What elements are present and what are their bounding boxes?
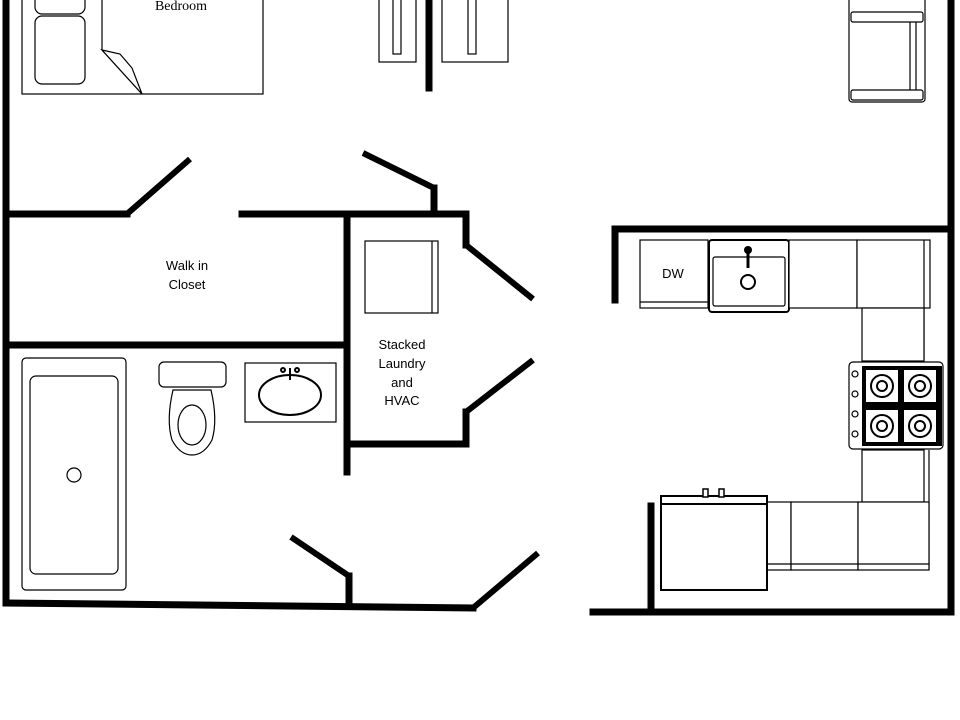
- pillow: [34, 15, 86, 85]
- sliding-door-handle: [467, 0, 477, 55]
- doors: [125, 150, 540, 611]
- door-laundry-lower: [464, 357, 535, 415]
- toilet-tank: [158, 361, 227, 388]
- wall-closet-top-right: [238, 210, 470, 249]
- burner: [914, 420, 926, 432]
- fridge-handle: [718, 488, 725, 498]
- stove-knob: [851, 410, 859, 418]
- walls: [2, 0, 955, 616]
- sink-drain: [740, 274, 756, 290]
- laundry-label: and: [391, 375, 413, 390]
- stove-knob: [851, 430, 859, 438]
- stacked-laundry: [364, 240, 439, 314]
- bathtub: [21, 357, 127, 591]
- dishwasher: DW: [639, 239, 709, 309]
- counter-right-upper: [861, 307, 925, 362]
- washer-dryer: [364, 240, 439, 314]
- burner: [876, 420, 888, 432]
- walk-in-closet-label: Closet: [169, 277, 206, 292]
- laundry-label: Stacked: [379, 337, 426, 352]
- wall-kitchen-top: [611, 225, 955, 304]
- sofa-arm: [850, 89, 924, 101]
- fridge-body: [660, 495, 768, 591]
- kitchen-sink: [708, 239, 790, 313]
- burner: [876, 380, 888, 392]
- sliding-door-handle: [392, 0, 402, 55]
- fridge-handle: [702, 488, 709, 498]
- refrigerator: [660, 488, 768, 591]
- sofa-arm: [850, 11, 924, 23]
- toilet-seat: [177, 404, 207, 446]
- counter-corner: [856, 239, 931, 309]
- door-laundry-upper: [464, 242, 535, 302]
- faucet-knob: [280, 367, 286, 373]
- sofa: [848, 0, 926, 103]
- bedroom-label: Bedroom: [155, 0, 207, 14]
- closet-doors-top: [378, 0, 509, 63]
- dishwasher-body: [639, 239, 709, 309]
- laundry-label: HVAC: [384, 393, 419, 408]
- counter-top-section: [788, 239, 858, 309]
- burner: [914, 380, 926, 392]
- faucet-knob: [294, 367, 300, 373]
- bathtub-drain: [66, 467, 82, 483]
- bed-sheet-corner: [100, 49, 143, 95]
- dishwasher-label: DW: [662, 266, 684, 281]
- bathroom-vanity: [244, 362, 337, 423]
- stove: [848, 361, 944, 450]
- bed: Bedroom: [21, 0, 264, 95]
- kitchen-counters: [766, 239, 931, 571]
- wall-bath-bottom: [2, 599, 477, 612]
- walk-in-closet-label: Walk in: [166, 258, 208, 273]
- stove-knob: [851, 390, 859, 398]
- sink-basin: [258, 374, 322, 416]
- wall-laundry-bottom: [343, 408, 470, 448]
- counter-bottom-section: [790, 501, 859, 571]
- counter-bottom-section: [766, 501, 792, 571]
- counter-bottom-corner: [857, 501, 930, 571]
- door-bath-right: [471, 550, 540, 611]
- toilet: [158, 361, 227, 456]
- pillow: [34, 0, 86, 15]
- door-bath-left: [289, 534, 351, 579]
- door-bedroom-closet: [125, 156, 192, 217]
- laundry-label: Laundry: [379, 356, 426, 371]
- sofa-back: [848, 0, 926, 103]
- stove-knob: [851, 370, 859, 378]
- counter-right-lower: [861, 449, 925, 503]
- door-bedroom-hall: [361, 150, 436, 191]
